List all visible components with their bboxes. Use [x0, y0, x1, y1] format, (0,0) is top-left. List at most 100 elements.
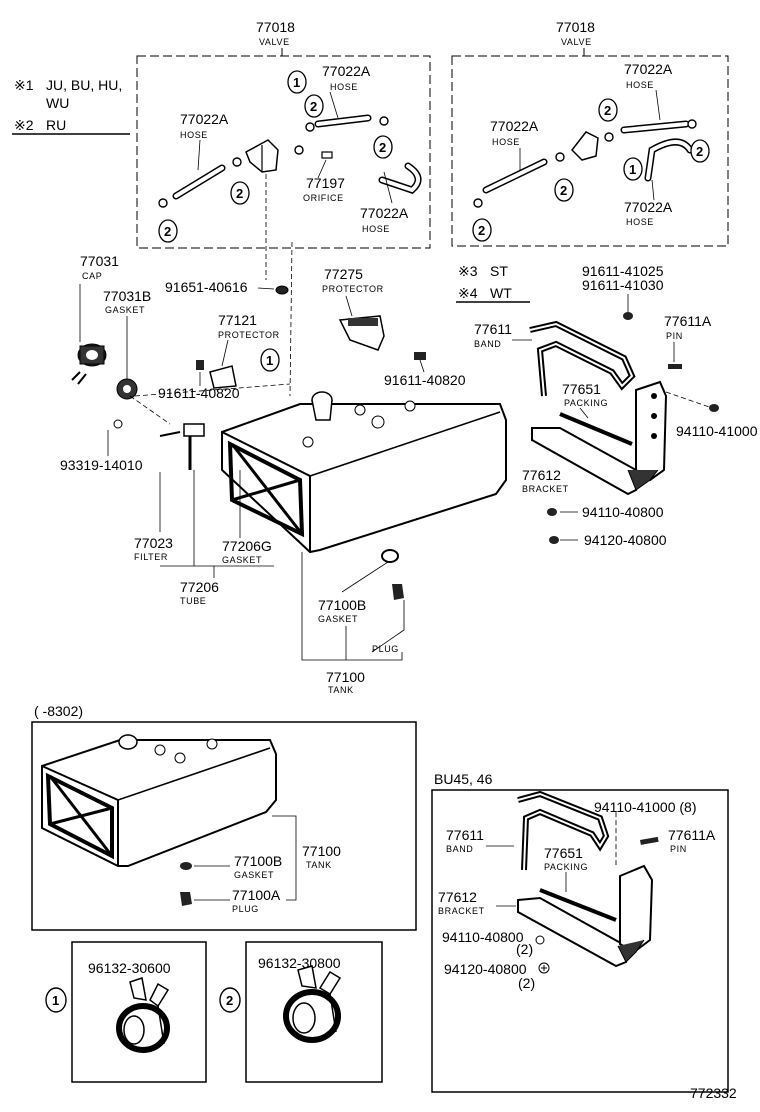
tube-no: 77206 [180, 579, 219, 595]
hose-a2-name: HOSE [180, 130, 208, 140]
note-text-1b: WU [46, 95, 69, 111]
pin-no: 77611A [664, 313, 712, 329]
svg-text:1: 1 [52, 993, 59, 1008]
tank-gasket-name: GASKET [318, 614, 358, 624]
hose-b3-no: 77022A [624, 199, 673, 215]
inset-washer-qty: (2) [518, 975, 535, 991]
svg-text:2: 2 [226, 993, 233, 1008]
bolt-91651-no: 91651-40616 [165, 279, 248, 295]
protector-77275-name: PROTECTOR [322, 284, 384, 294]
cap-gasket-name: GASKET [105, 305, 145, 315]
packing-name: PACKING [564, 398, 608, 408]
tube-gasket-no: 77206G [222, 538, 272, 554]
inset-plug-no: 77100A [232, 887, 281, 903]
fuel-cap-icon [71, 343, 107, 385]
marker-1-icon: 1 [260, 348, 280, 372]
svg-text:2: 2 [696, 144, 703, 159]
marker-1-icon: 1 [45, 987, 67, 1013]
inset-packing-name: PACKING [544, 862, 588, 872]
tube-gasket-name: GASKET [222, 555, 262, 565]
tank-plug-name: PLUG [372, 644, 399, 654]
bolt-91611-a-no: 91611-40820 [158, 385, 240, 401]
inset-band-name: BAND [446, 844, 473, 854]
note-mark-1: ※1 [14, 77, 34, 93]
applicability-notes: ※1 JU, BU, HU, WU ※2 RU ※3 ST ※4 WT [12, 77, 530, 303]
washer-40800-no: 94120-40800 [584, 532, 667, 548]
inset-nut-b-no: 94110-40800 [442, 929, 524, 945]
filter-no: 77023 [134, 535, 173, 551]
note-mark-3: ※3 [458, 263, 478, 279]
bolt-41030-no: 91611-41030 [582, 277, 664, 293]
marker-2-icon: 2 [554, 178, 574, 202]
protector-77275-no: 77275 [324, 266, 363, 282]
tank-name: TANK [328, 685, 354, 695]
marker-2-icon: 2 [219, 987, 241, 1013]
protector-77121-no: 77121 [218, 312, 257, 328]
tank-gasket-no: 77100B [318, 597, 366, 613]
valve-assembly-right: 77018 VALVE 77022A HOSE 77022A HOSE 7702… [451, 19, 729, 247]
marker-2-icon: 2 [472, 218, 492, 242]
cap-group: 77031 CAP 77031B GASKET 91651-40616 9331… [60, 253, 289, 473]
hose-a3-name: HOSE [362, 224, 390, 234]
svg-text:2: 2 [379, 140, 386, 155]
inset-bracket-name: BRACKET [438, 906, 485, 916]
inset-pin-name: PIN [670, 844, 687, 854]
inset-band-no: 77611 [446, 827, 484, 843]
note-text-4: WT [490, 285, 512, 301]
orifice-name: ORIFICE [303, 193, 344, 203]
protector-group: 77275 PROTECTOR 77121 PROTECTOR 91611-40… [158, 266, 466, 401]
marker-2-icon: 2 [304, 94, 324, 118]
valve-left-no: 77018 [256, 19, 295, 35]
note-text-1: JU, BU, HU, [46, 77, 122, 93]
inset-bu-label: BU45, 46 [434, 771, 493, 787]
inset-washer-no: 94120-40800 [444, 961, 527, 977]
marker-2-icon: 2 [690, 139, 710, 163]
svg-text:1: 1 [293, 75, 300, 90]
inset-packing-no: 77651 [544, 845, 583, 861]
svg-text:2: 2 [478, 223, 485, 238]
clamp-details: 1 96132-30600 2 96132-30800 [45, 941, 383, 1083]
bolt-41025-no: 91611-41025 [582, 263, 664, 279]
bracket-no: 77612 [522, 467, 561, 483]
hose-b2-name: HOSE [492, 137, 520, 147]
inset-tank-name: TANK [306, 860, 332, 870]
inset-early-tank: ( -8302) 77100 TANK 77100B GASKET 77100A… [31, 703, 417, 931]
svg-text:1: 1 [629, 162, 636, 177]
hose-b3-name: HOSE [626, 217, 654, 227]
orifice-no: 77197 [306, 175, 345, 191]
note-text-2: RU [46, 117, 66, 133]
clamp-2-no: 96132-30800 [258, 955, 341, 971]
protector-77121-name: PROTECTOR [218, 330, 280, 340]
inset-nut-a-no: 94110-41000 (8) [594, 799, 696, 815]
marker-2-icon: 2 [598, 98, 618, 122]
svg-text:2: 2 [310, 99, 317, 114]
hose-b1-name: HOSE [626, 80, 654, 90]
svg-text:2: 2 [560, 183, 567, 198]
hose-b2-no: 77022A [490, 118, 539, 134]
inset-plug-name: PLUG [232, 904, 259, 914]
cap-gasket-no: 77031B [103, 288, 151, 304]
inset-gasket-name: GASKET [234, 870, 274, 880]
svg-text:2: 2 [236, 186, 243, 201]
tank-no: 77100 [326, 669, 365, 685]
hose-clamp-small-icon [116, 977, 170, 1053]
valve-left-name: VALVE [259, 37, 290, 47]
cap-no: 77031 [80, 253, 119, 269]
packing-no: 77651 [562, 381, 601, 397]
marker-2-icon: 2 [230, 181, 250, 205]
filter-name: FILTER [134, 552, 168, 562]
marker-1-icon: 1 [623, 157, 643, 181]
marker-2-icon: 2 [158, 219, 178, 243]
inset-pin-no: 77611A [668, 827, 716, 843]
nut-41000-no: 94110-41000 [676, 423, 758, 439]
svg-text:1: 1 [266, 353, 273, 368]
inset-bracket-no: 77612 [438, 889, 477, 905]
svg-text:2: 2 [604, 103, 611, 118]
cap-name: CAP [82, 271, 102, 281]
inset-gasket-no: 77100B [234, 853, 282, 869]
clamp-1-no: 96132-30600 [88, 960, 171, 976]
hose-b1-no: 77022A [624, 61, 673, 77]
bolt-91611-b-no: 91611-40820 [384, 372, 466, 388]
inset-bu-bracket: BU45, 46 94110-41000 (8) 77611 BAND 7761… [431, 771, 729, 1093]
